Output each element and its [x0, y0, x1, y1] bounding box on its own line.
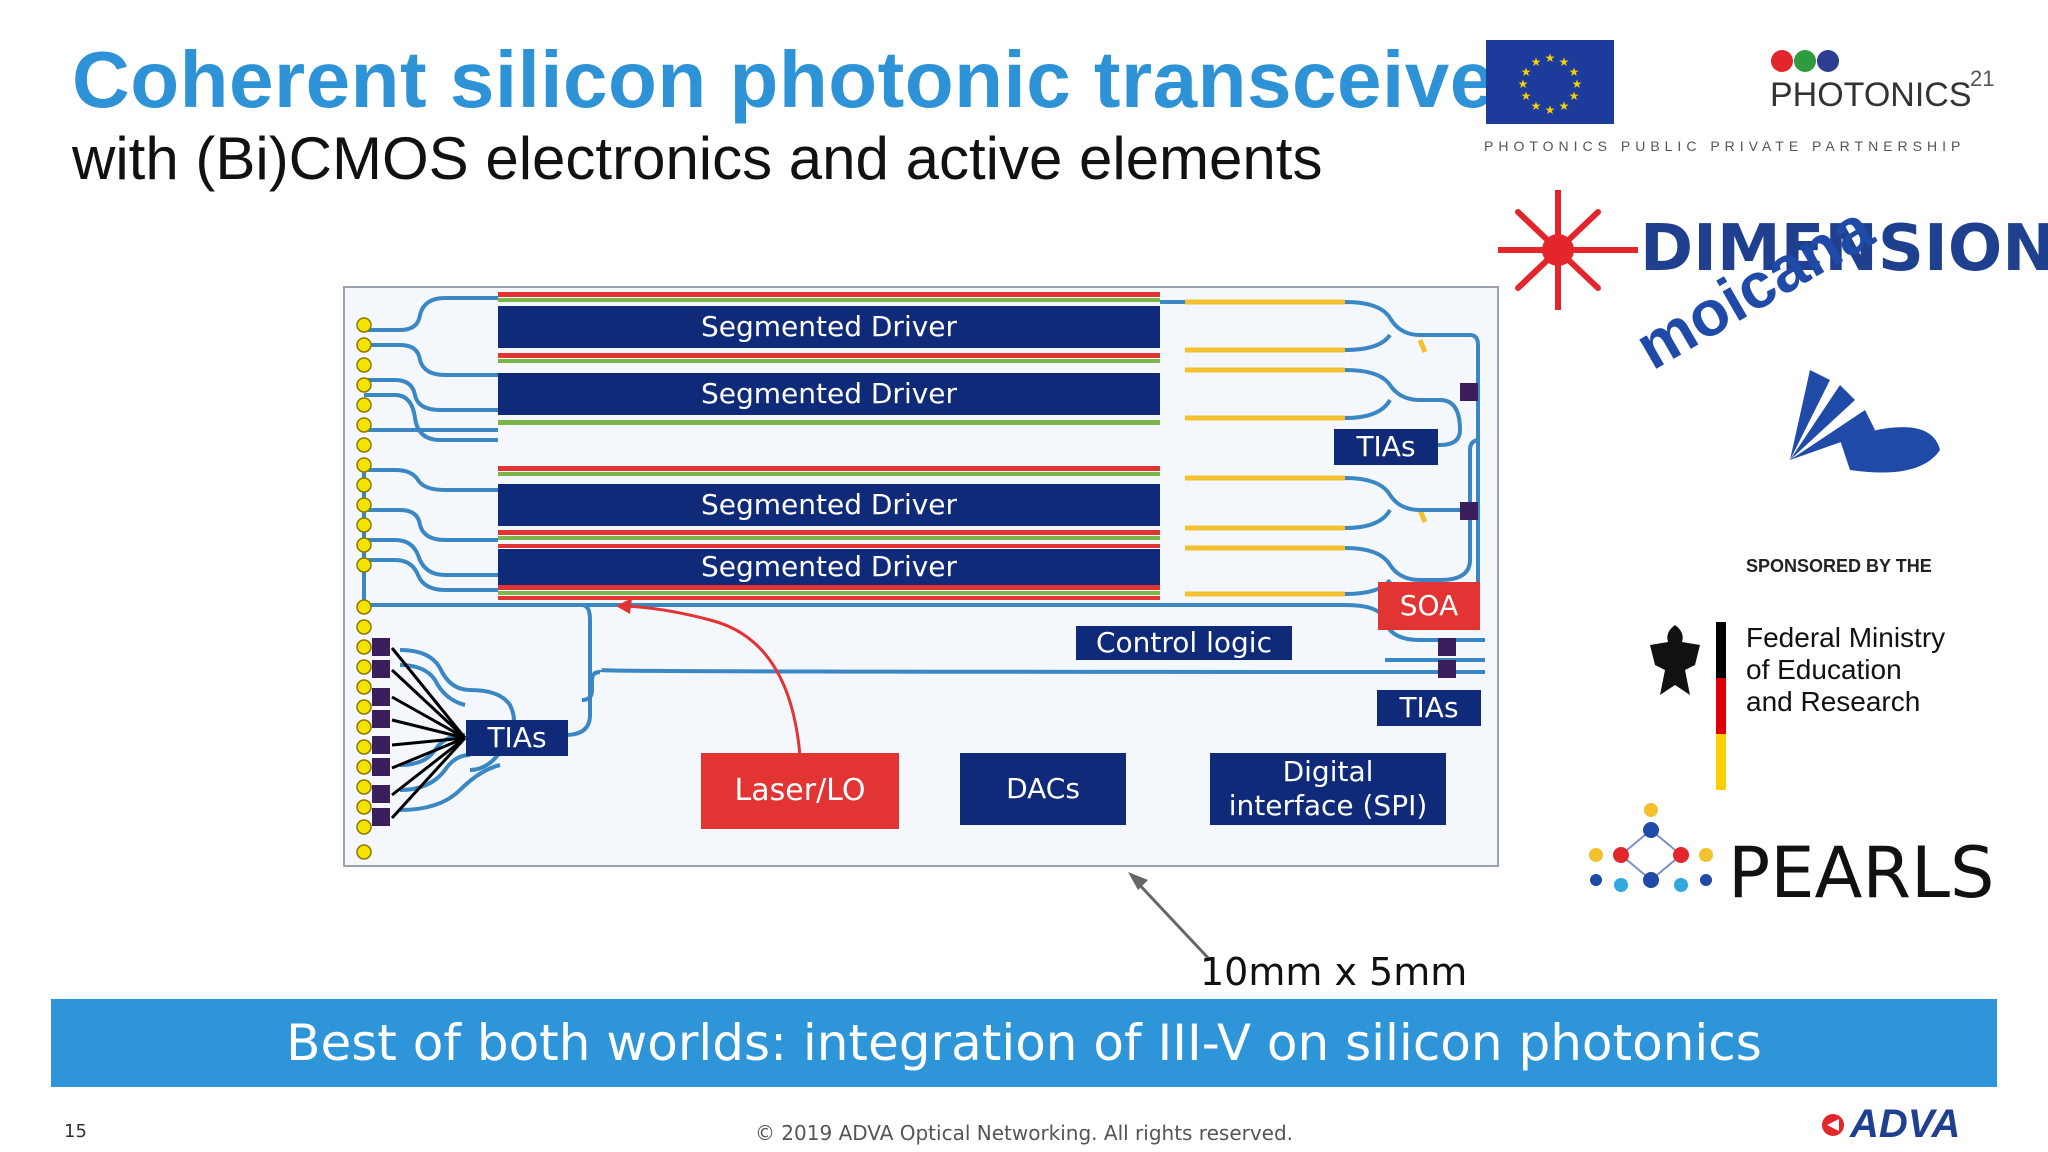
dacs-label: DACs	[960, 753, 1126, 825]
segmented-driver-1: Segmented Driver	[498, 306, 1160, 348]
dimension-logo-text: DIMENSION-	[1640, 212, 2048, 286]
moicana-fan-icon	[1790, 370, 1940, 473]
eu-flag-logo: ★★★★ ★★★★ ★★★★	[1486, 40, 1614, 124]
federal-eagle-icon	[1640, 620, 1710, 700]
tias-right-label: TIAs	[1377, 690, 1481, 726]
svg-text:★: ★	[1569, 65, 1580, 79]
adva-logo: ADVA	[1820, 1102, 1960, 1147]
digital-interface-line1: Digital	[1282, 755, 1374, 789]
laser-star-icon	[1495, 187, 1641, 313]
laser-arrow	[624, 604, 802, 757]
svg-text:★: ★	[1531, 55, 1542, 69]
adva-arrow-icon	[1822, 1113, 1844, 1136]
svg-text:★: ★	[1559, 55, 1570, 69]
segmented-driver-3: Segmented Driver	[498, 484, 1160, 526]
adva-wordmark: ADVA	[1850, 1102, 1961, 1146]
svg-text:★: ★	[1569, 89, 1580, 103]
laser-lo-label: Laser/LO	[701, 753, 899, 829]
photonics21-logo: PHOTONICS 21	[1770, 48, 1994, 114]
control-logic-label: Control logic	[1076, 626, 1292, 660]
bmbf-logo-text: Federal Ministry of Education and Resear…	[1746, 622, 1945, 719]
digital-interface-label: Digital interface (SPI)	[1210, 753, 1446, 825]
svg-text:★: ★	[1531, 99, 1542, 113]
summary-banner: Best of both worlds: integration of III-…	[51, 999, 1997, 1087]
sponsored-by-text: SPONSORED BY THE	[1746, 556, 1932, 576]
bmbf-line1: Federal Ministry	[1746, 622, 1946, 653]
laser-arrow-head	[616, 598, 632, 614]
photodiodes	[372, 383, 1478, 826]
svg-text:★: ★	[1559, 99, 1570, 113]
tias-left-label: TIAs	[466, 720, 568, 756]
bond-pads-left	[356, 317, 372, 860]
german-flag-bar	[1716, 622, 1726, 790]
bmbf-line2: of Education	[1746, 654, 1902, 686]
digital-interface-line2: interface (SPI)	[1228, 789, 1428, 822]
photonics21-wordmark: PHOTONICS	[1770, 76, 1972, 114]
page-number: 15	[64, 1121, 87, 1142]
svg-text:★: ★	[1572, 77, 1583, 91]
waveguides	[362, 296, 1486, 812]
copyright-text: © 2019 ADVA Optical Networking. All righ…	[754, 1121, 1294, 1145]
svg-text:★: ★	[1545, 103, 1556, 117]
dimension-arrow	[1133, 878, 1212, 962]
slide-subtitle: with (Bi)CMOS electronics and active ele…	[72, 125, 1323, 192]
tias-top-label: TIAs	[1334, 429, 1438, 465]
photonics21-tagline: PHOTONICS PUBLIC PRIVATE PARTNERSHIP	[1484, 138, 1966, 154]
svg-text:★: ★	[1521, 65, 1532, 79]
bmbf-line3: and Research	[1746, 686, 1921, 718]
pearls-logo-text: PEARLS	[1728, 832, 1995, 914]
phase-shifters	[1185, 299, 1428, 597]
svg-text:★: ★	[1545, 51, 1556, 65]
segmented-driver-2: Segmented Driver	[498, 373, 1160, 415]
segmented-driver-4: Segmented Driver	[498, 549, 1160, 585]
tia-arrows	[390, 647, 467, 820]
photonics21-dots-icon	[1771, 50, 1839, 72]
eu-stars-icon: ★★★★ ★★★★ ★★★★	[1518, 51, 1583, 117]
chip-dimension: 10mm x 5mm	[1200, 950, 1468, 994]
soa-label: SOA	[1378, 582, 1480, 630]
svg-text:★: ★	[1521, 89, 1532, 103]
svg-text:★: ★	[1518, 77, 1529, 91]
slide-title: Coherent silicon photonic transceiver	[72, 35, 1527, 124]
pearls-network-icon	[1576, 800, 1726, 900]
dimension-arrow-head	[1128, 872, 1148, 890]
photonics21-superscript: 21	[1970, 66, 1995, 91]
moicana-logo: moicana	[1624, 191, 1950, 490]
